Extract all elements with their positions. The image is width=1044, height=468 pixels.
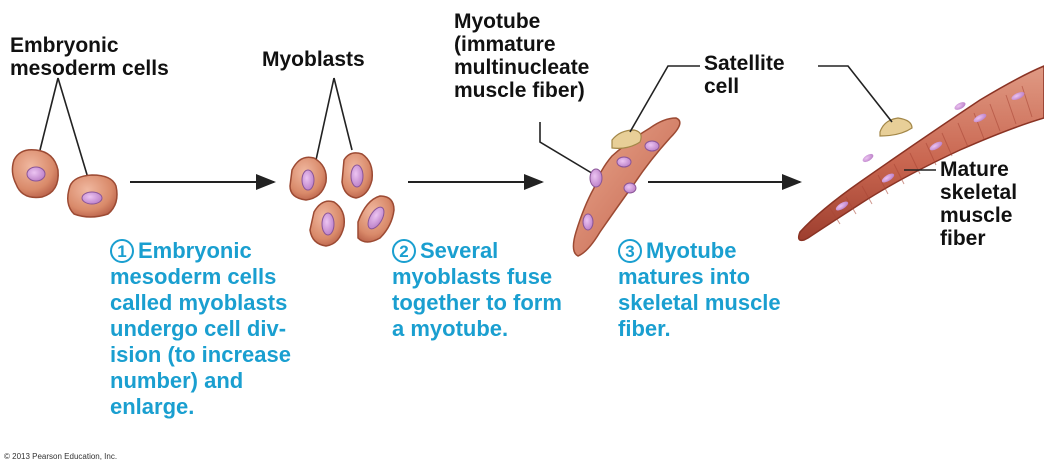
myoblast-cells xyxy=(290,153,394,246)
step-1-number: 1 xyxy=(110,239,134,263)
label-embryonic-mesoderm-cells: Embryonic mesoderm cells xyxy=(10,34,169,80)
step-3-text: Myotube matures into skeletal muscle fib… xyxy=(618,238,781,341)
myotube-shape xyxy=(573,118,679,256)
label-mature-skeletal-muscle-fiber: Mature skeletal muscle fiber xyxy=(940,158,1017,250)
step-3-number: 3 xyxy=(618,239,642,263)
label-myoblasts: Myoblasts xyxy=(262,48,365,71)
copyright-notice: © 2013 Pearson Education, Inc. xyxy=(4,452,117,461)
label-myotube: Myotube (immature multinucleate muscle f… xyxy=(454,10,589,102)
step-2-number: 2 xyxy=(392,239,416,263)
step-1-text: Embryonic mesoderm cells called myoblast… xyxy=(110,238,291,419)
satellite-leader-fiber xyxy=(818,66,892,122)
label-satellite-cell: Satellite cell xyxy=(704,52,785,98)
myoblast-leader-lines xyxy=(316,78,352,160)
embryonic-mesoderm-cells xyxy=(12,150,117,217)
myotube-leader-line xyxy=(540,122,600,178)
step-2-text: Several myoblasts fuse together to form … xyxy=(392,238,562,341)
